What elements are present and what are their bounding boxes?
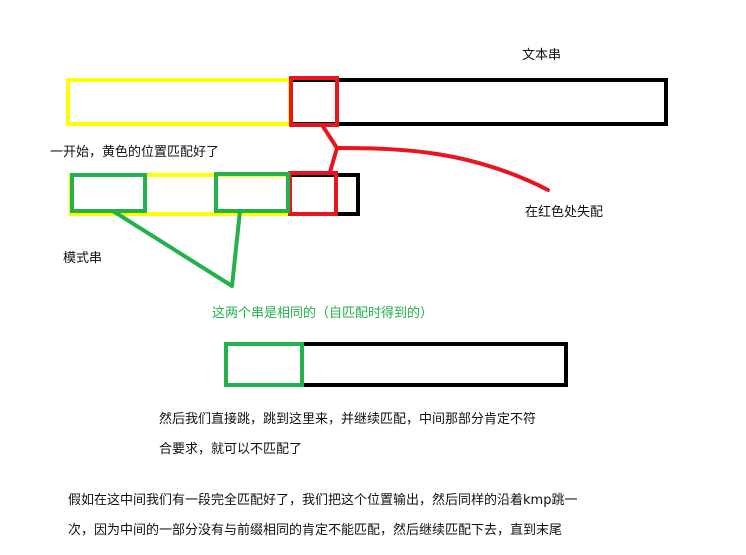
text-string-label: 文本串 <box>522 48 562 63</box>
text-string-bar <box>66 78 668 126</box>
red-mismatch-connector <box>320 123 339 173</box>
jump-green-prefix-box <box>224 342 304 387</box>
same-substrings-label: 这两个串是相同的（自匹配时得到的） <box>212 306 434 321</box>
yellow-matched-label: 一开始，黄色的位置匹配好了 <box>50 145 220 160</box>
final-explanation-line-2: 次，因为中间的一部分没有与前缀相同的肯定不能匹配，然后继续匹配下去，直到末尾 <box>68 523 563 538</box>
pattern-green-prefix-box <box>70 173 147 213</box>
pattern-string-label: 模式串 <box>63 251 103 266</box>
jump-explanation-line-1: 然后我们直接跳，跳到这里来，并继续匹配，中间那部分肯定不符 <box>159 412 537 427</box>
jump-pattern-bar <box>224 342 568 387</box>
pattern-green-suffix-box <box>214 172 290 213</box>
text-yellow-matched-segment <box>66 78 292 126</box>
final-explanation-line-1: 假如在这中间我们有一段完全匹配好了，我们把这个位置输出，然后同样的沿着kmp跳一 <box>68 493 578 508</box>
jump-explanation: 然后我们直接跳，跳到这里来，并继续匹配，中间那部分肯定不符 合要求，就可以不匹配… <box>159 408 536 462</box>
pattern-yellow-matched-segment <box>69 173 291 216</box>
red-mismatch-label: 在红色处失配 <box>525 205 604 220</box>
red-mismatch-pointer <box>335 146 550 192</box>
green-equal-connector <box>111 209 242 288</box>
jump-explanation-line-2: 合要求，就可以不匹配了 <box>159 442 303 457</box>
pattern-red-mismatch-box <box>288 171 338 216</box>
final-explanation: 假如在这中间我们有一段完全匹配好了，我们把这个位置输出，然后同样的沿着kmp跳一… <box>68 489 577 543</box>
text-red-mismatch-box <box>289 76 339 127</box>
